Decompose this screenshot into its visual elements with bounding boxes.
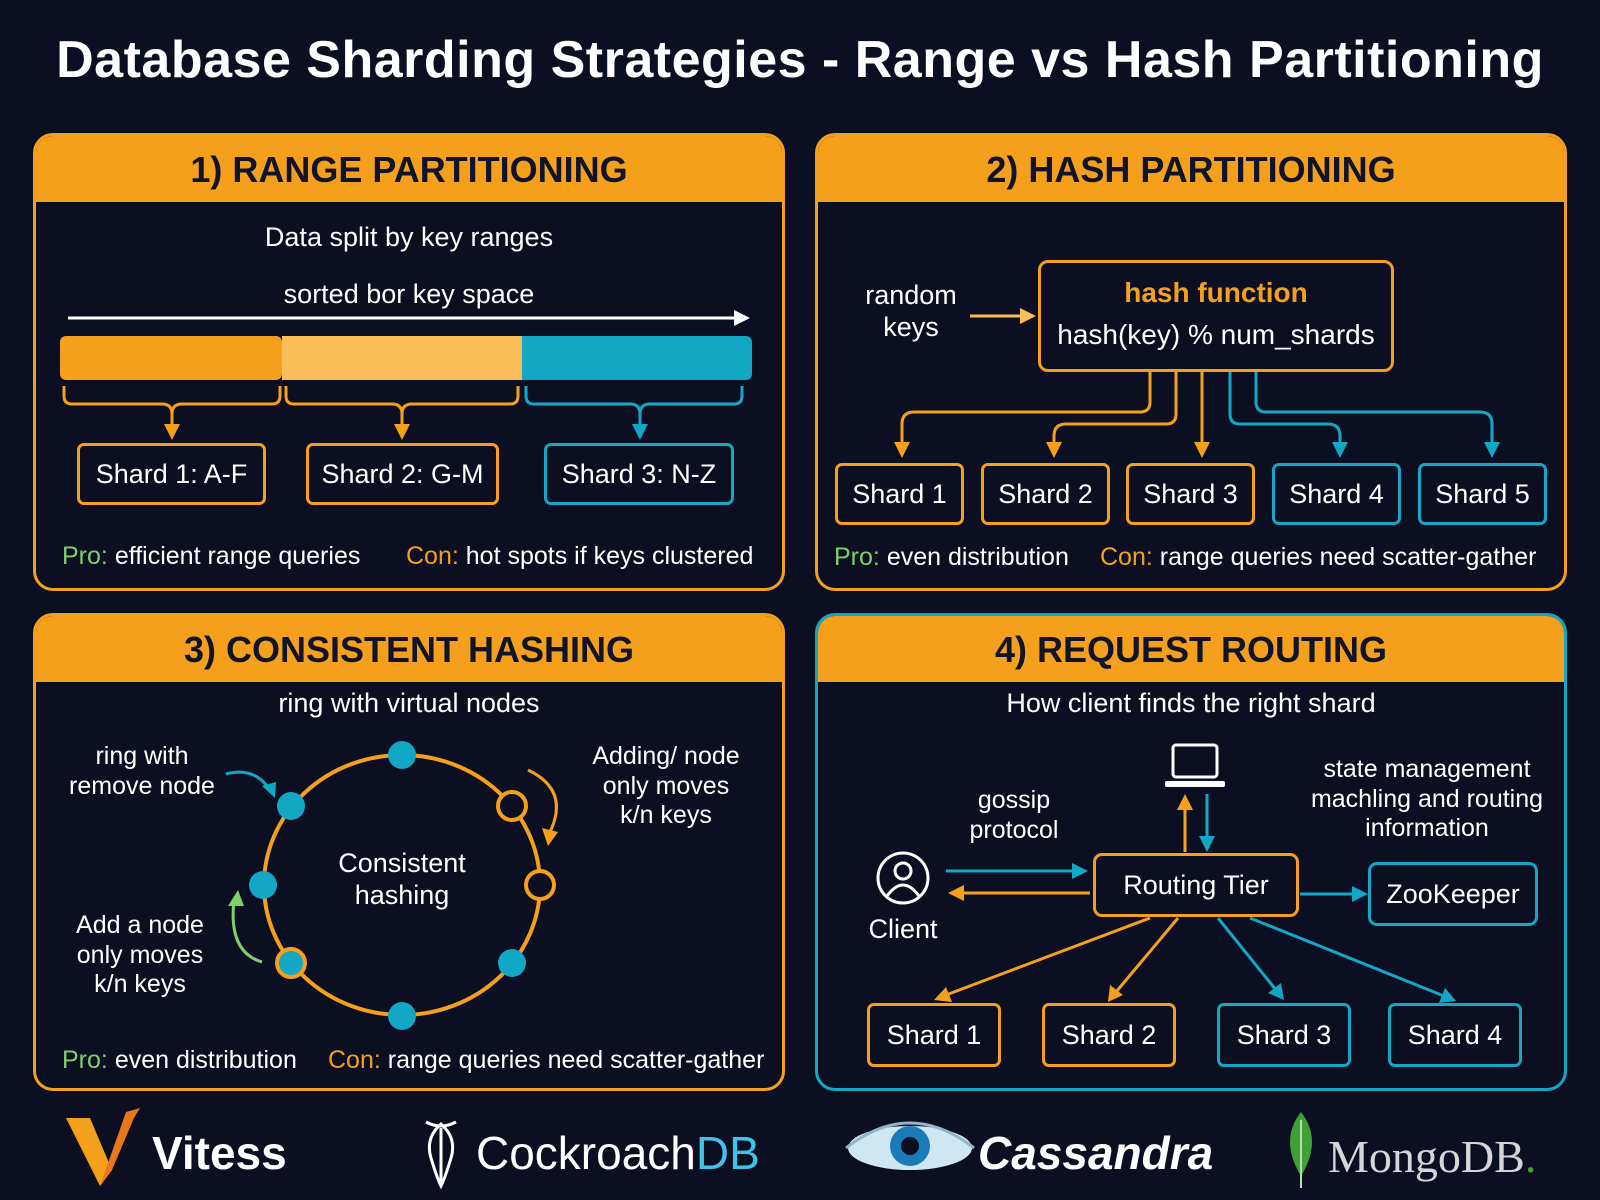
routing-to-shard-2 — [1114, 917, 1180, 993]
ring-node-left — [249, 871, 277, 899]
routing-tier-box: Routing Tier — [1093, 853, 1299, 917]
range-con-label: Con: — [406, 542, 459, 570]
range-con: Con: hot spots if keys clustered — [406, 542, 753, 571]
client-label: Client — [868, 914, 938, 944]
routing-shard-1: Shard 1 — [867, 1003, 1001, 1067]
range-pro-con: Pro: efficient range queries — [62, 542, 360, 571]
hash-to-shard-1 — [900, 372, 1152, 442]
cockroachdb-logo — [425, 1120, 457, 1190]
random-keys-label: random keys — [865, 280, 957, 342]
ring-center-label: Consistent hashing — [338, 848, 466, 910]
cockroach-text: Cockroach — [476, 1127, 696, 1179]
user-icon — [876, 851, 930, 905]
key-space-label: sorted bor key space — [283, 279, 535, 309]
cassandra-logo-text: Cassandra — [978, 1127, 1214, 1179]
hash-con: Con: range queries need scatter-gather — [1100, 543, 1536, 572]
hash-to-shard-2 — [1052, 372, 1178, 444]
hash-con-text: range queries need scatter-gather — [1159, 543, 1537, 571]
routing-to-shard-3 — [1216, 917, 1278, 991]
hash-function-formula: hash(key) % num_shards — [1057, 319, 1375, 350]
routing-panel-header: 4) REQUEST ROUTING — [818, 616, 1564, 682]
hash-pro: Pro: even distribution — [834, 543, 1069, 572]
hash-to-shard-5 — [1254, 372, 1494, 442]
consistent-subtitle: ring with virtual nodes — [278, 688, 540, 718]
range-con-text: hot spots if keys clustered — [465, 542, 754, 570]
vitess-logo-text: Vitess — [152, 1127, 287, 1179]
hash-panel-header: 2) HASH PARTITIONING — [818, 136, 1564, 202]
hash-shard-5: Shard 5 — [1418, 463, 1547, 525]
consistent-pro: Pro: even distribution — [62, 1046, 297, 1075]
range-panel-header: 1) RANGE PARTITIONING — [36, 136, 782, 202]
add-node-arrow — [231, 899, 263, 964]
range-bracket-1 — [62, 386, 282, 420]
range-segment-1 — [60, 336, 282, 380]
hash-shard-4: Shard 4 — [1272, 463, 1401, 525]
remove-node-annotation: ring with remove node — [69, 742, 215, 800]
cockroachdb-logo-text: CockroachDB — [476, 1126, 760, 1180]
page-title: Database Sharding Strategies - Range vs … — [56, 31, 1544, 89]
ring-node-new — [275, 947, 307, 979]
routing-subtitle: How client finds the right shard — [1006, 688, 1376, 718]
mongodb-logo-text: MongoDB. — [1328, 1130, 1536, 1183]
gossip-protocol-label: gossip protocol — [969, 786, 1059, 844]
ring-node-upper-left — [277, 792, 305, 820]
consistent-con: Con: range queries need scatter-gather — [328, 1046, 764, 1075]
range-subtitle: Data split by key ranges — [264, 222, 554, 252]
routing-shard-3: Shard 3 — [1217, 1003, 1351, 1067]
zookeeper-box: ZooKeeper — [1368, 862, 1538, 926]
key-space-arrowhead — [734, 310, 750, 326]
hash-function-title: hash function — [1124, 277, 1308, 308]
cockroach-db-text: DB — [695, 1127, 760, 1179]
range-pro-label: Pro: — [62, 542, 108, 570]
mongo-dot-text: . — [1524, 1131, 1537, 1182]
consistent-pro-label: Pro: — [62, 1046, 108, 1074]
ring-node-top — [388, 741, 416, 769]
consistent-con-text: range queries need scatter-gather — [387, 1046, 765, 1074]
state-management-label: state management machling and routing in… — [1310, 755, 1544, 842]
hash-function-box: hash function hash(key) % num_shards — [1038, 260, 1394, 372]
adding-node-arrow — [527, 768, 558, 833]
consistent-panel-header: 3) CONSISTENT HASHING — [36, 616, 782, 682]
adding-node-annotation: Adding/ node only moves k/n keys — [592, 742, 740, 829]
range-shard-2: Shard 2: G-M — [306, 443, 499, 505]
routing-to-shard-1 — [945, 916, 1151, 997]
routing-to-shard-4 — [1249, 916, 1445, 998]
ring-node-right-empty — [524, 869, 556, 901]
hash-to-shard-4 — [1228, 372, 1342, 444]
mongo-db-text: DB — [1460, 1131, 1525, 1182]
range-pro-text: efficient range queries — [114, 542, 361, 570]
ring-node-upper-right-empty — [496, 790, 528, 822]
hash-pro-text: even distribution — [886, 543, 1069, 571]
range-bracket-2 — [284, 386, 520, 420]
range-segment-2 — [282, 336, 522, 380]
hash-con-label: Con: — [1100, 543, 1153, 571]
consistent-con-label: Con: — [328, 1046, 381, 1074]
hash-shard-1: Shard 1 — [835, 463, 964, 525]
mongo-text: Mongo — [1328, 1131, 1461, 1182]
routing-shard-4: Shard 4 — [1388, 1003, 1522, 1067]
consistent-pro-text: even distribution — [114, 1046, 297, 1074]
range-bracket-3 — [524, 386, 744, 420]
ring-node-lower-right — [498, 949, 526, 977]
range-shard-1: Shard 1: A-F — [77, 443, 266, 505]
vitess-logo — [66, 1108, 140, 1186]
range-segment-3 — [522, 336, 752, 380]
laptop-icon — [1165, 743, 1225, 787]
mongodb-leaf-logo — [1290, 1112, 1312, 1188]
hash-shard-3: Shard 3 — [1126, 463, 1255, 525]
hash-shard-2: Shard 2 — [981, 463, 1110, 525]
add-node-annotation: Add a node only moves k/n keys — [76, 911, 204, 998]
routing-shard-2: Shard 2 — [1042, 1003, 1176, 1067]
range-shard-3: Shard 3: N-Z — [544, 443, 734, 505]
ring-node-bottom — [388, 1002, 416, 1030]
hash-pro-label: Pro: — [834, 543, 880, 571]
cassandra-eye-logo — [845, 1121, 975, 1170]
